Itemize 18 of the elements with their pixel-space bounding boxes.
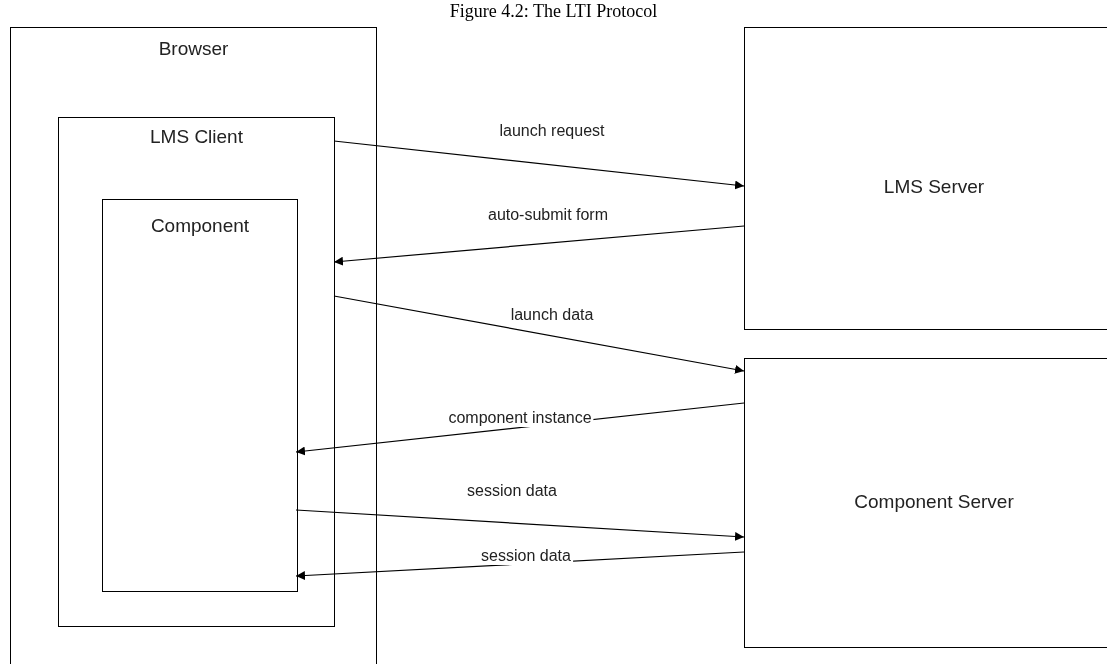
server-box xyxy=(744,27,1107,330)
browser-box xyxy=(10,27,377,664)
arrow xyxy=(295,509,745,541)
edge-label: component instance xyxy=(446,409,594,427)
edge-label: session data xyxy=(479,547,573,565)
arrow xyxy=(333,295,745,374)
figure-title: Figure 4.2: The LTI Protocol xyxy=(449,1,658,22)
client-box xyxy=(58,117,335,627)
arrow xyxy=(333,225,745,266)
box-label: LMS Client xyxy=(150,126,243,147)
box-label: Component xyxy=(150,215,250,236)
component-box xyxy=(102,199,298,592)
arrow xyxy=(333,140,745,190)
box-label: Browser xyxy=(158,38,229,59)
edge-label: launch request xyxy=(497,122,607,140)
box-label: Component Server xyxy=(854,491,1014,512)
server-box xyxy=(744,358,1107,648)
box-label: LMS Server xyxy=(883,176,985,197)
